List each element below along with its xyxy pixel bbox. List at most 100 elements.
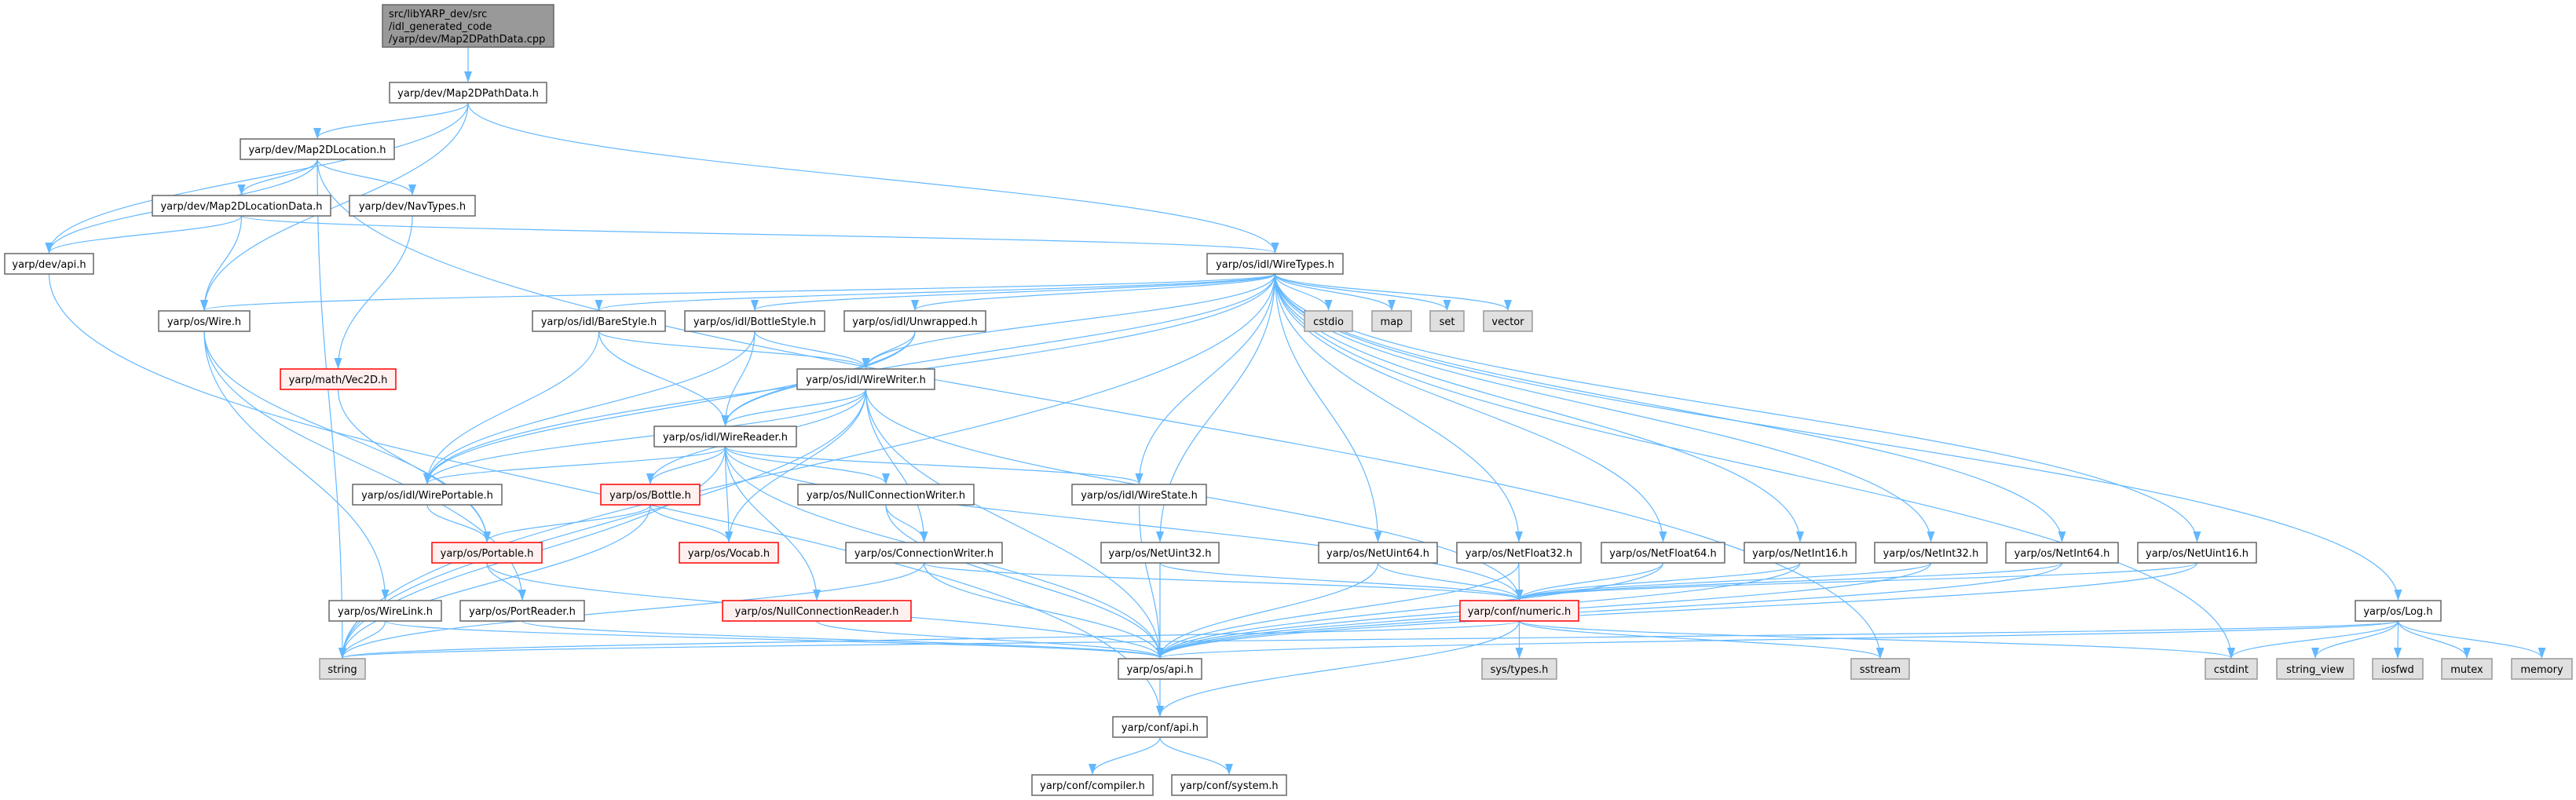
- node-netuint64[interactable]: yarp/os/NetUint64.h: [1318, 542, 1438, 564]
- node-nullconnwriter[interactable]: yarp/os/NullConnectionWriter.h: [797, 484, 975, 506]
- node-vec2d[interactable]: yarp/math/Vec2D.h: [280, 368, 397, 390]
- edge-log-to-mutex: [2397, 620, 2471, 659]
- edge-connwriter-to-string: [338, 562, 925, 659]
- node-compiler[interactable]: yarp/conf/compiler.h: [1031, 774, 1154, 796]
- edge-wirewriter-to-vocab: [725, 389, 867, 542]
- node-confapi[interactable]: yarp/conf/api.h: [1112, 716, 1208, 738]
- node-box: [1459, 600, 1579, 622]
- edge-confapi-to-compiler: [1089, 736, 1161, 775]
- node-wirestate[interactable]: yarp/os/idl/WireState.h: [1071, 484, 1207, 506]
- edge-numeric-to-cstdint: [1518, 620, 2235, 659]
- node-netfloat32[interactable]: yarp/os/NetFloat32.h: [1456, 542, 1582, 564]
- node-box: [1304, 310, 1353, 332]
- edge-wiretypes-to-bottlestyle: [751, 273, 1276, 311]
- node-unwrapped[interactable]: yarp/os/idl/Unwrapped.h: [843, 310, 986, 332]
- node-label: yarp/os/NetInt64.h: [2014, 548, 2110, 560]
- node-netint16[interactable]: yarp/os/NetInt16.h: [1744, 542, 1857, 564]
- edge-wiretypes-to-netuint16: [1274, 273, 2201, 542]
- node-osapi[interactable]: yarp/os/api.h: [1118, 658, 1202, 680]
- node-location[interactable]: yarp/dev/Map2DLocation.h: [240, 138, 395, 160]
- edge-wirereader-to-numeric: [724, 446, 1524, 601]
- node-box: [1118, 658, 1202, 680]
- node-wireportable[interactable]: yarp/os/idl/WirePortable.h: [352, 484, 503, 506]
- edge-netuint64-to-numeric: [1377, 562, 1524, 601]
- node-barestyle[interactable]: yarp/os/idl/BareStyle.h: [532, 310, 666, 332]
- edge-unwrapped-to-wirewriter: [862, 331, 916, 369]
- node-bottlestyle[interactable]: yarp/os/idl/BottleStyle.h: [684, 310, 825, 332]
- edge-bottlestyle-to-wirereader: [721, 331, 756, 426]
- node-connwriter[interactable]: yarp/os/ConnectionWriter.h: [845, 542, 1003, 564]
- node-box: [2355, 600, 2442, 622]
- edge-netint64-to-osapi: [1156, 562, 2063, 659]
- edge-wirereader-to-nullconnreader: [724, 446, 821, 601]
- node-root[interactable]: src/libYARP_dev/src/idl_generated_code/y…: [382, 4, 554, 48]
- edge-nullconnwriter-to-connwriter: [885, 504, 928, 542]
- node-bottle[interactable]: yarp/os/Bottle.h: [600, 484, 701, 506]
- node-locdata[interactable]: yarp/dev/Map2DLocationData.h: [152, 195, 331, 217]
- node-wirewriter[interactable]: yarp/os/idl/WireWriter.h: [796, 368, 935, 390]
- node-portable[interactable]: yarp/os/Portable.h: [431, 542, 543, 564]
- node-label: yarp/os/PortReader.h: [469, 606, 576, 618]
- node-netint32[interactable]: yarp/os/NetInt32.h: [1874, 542, 1988, 564]
- node-label: yarp/os/idl/BareStyle.h: [541, 316, 657, 328]
- node-label: yarp/os/NetFloat32.h: [1465, 548, 1573, 560]
- node-cstdio: cstdio: [1304, 310, 1353, 332]
- edge-wiretypes-to-cstdio: [1274, 273, 1333, 311]
- edge-bottle-to-vocab: [649, 504, 733, 542]
- node-netuint32[interactable]: yarp/os/NetUint32.h: [1100, 542, 1220, 564]
- node-box: [1481, 658, 1557, 680]
- node-set: set: [1429, 310, 1465, 332]
- edge-netfloat32-to-numeric: [1515, 562, 1524, 601]
- edge-log-to-memory: [2397, 620, 2546, 659]
- node-numeric[interactable]: yarp/conf/numeric.h: [1459, 600, 1579, 622]
- node-iosfwd: iosfwd: [2372, 658, 2424, 680]
- edge-wiretypes-to-barestyle: [595, 273, 1276, 311]
- node-devapi[interactable]: yarp/dev/api.h: [4, 253, 94, 275]
- node-box: [1206, 253, 1344, 275]
- node-wire[interactable]: yarp/os/Wire.h: [158, 310, 251, 332]
- edge-wiretypes-to-map: [1274, 273, 1396, 311]
- node-netint64[interactable]: yarp/os/NetInt64.h: [2005, 542, 2119, 564]
- node-wirelink[interactable]: yarp/os/WireLink.h: [328, 600, 442, 622]
- node-box: [2276, 658, 2355, 680]
- node-navtypes[interactable]: yarp/dev/NavTypes.h: [349, 195, 476, 217]
- node-box: [845, 542, 1003, 564]
- node-box: [1850, 658, 1910, 680]
- node-label: yarp/os/idl/WireWriter.h: [806, 374, 926, 386]
- node-box: [319, 658, 366, 680]
- edge-numeric-to-sstream: [1518, 620, 1884, 659]
- node-box: [1744, 542, 1857, 564]
- node-box: [1601, 542, 1725, 564]
- node-box: [843, 310, 986, 332]
- node-wirereader[interactable]: yarp/os/idl/WireReader.h: [653, 426, 797, 447]
- edge-pathdata-to-devapi: [45, 102, 469, 254]
- node-vocab[interactable]: yarp/os/Vocab.h: [679, 542, 779, 564]
- node-wiretypes[interactable]: yarp/os/idl/WireTypes.h: [1206, 253, 1344, 275]
- edge-log-to-string_view: [2311, 620, 2399, 659]
- node-portreader[interactable]: yarp/os/PortReader.h: [459, 600, 585, 622]
- node-netuint16[interactable]: yarp/os/NetUint16.h: [2137, 542, 2257, 564]
- node-label: yarp/dev/Map2DPathData.h: [397, 88, 539, 100]
- node-label: vector: [1491, 316, 1524, 328]
- edge-wiretypes-to-netint16: [1274, 273, 1804, 542]
- node-log[interactable]: yarp/os/Log.h: [2355, 600, 2442, 622]
- node-system[interactable]: yarp/conf/system.h: [1171, 774, 1287, 796]
- edge-wire-to-portable: [203, 331, 491, 542]
- edge-nullconnwriter-to-osapi: [885, 504, 1164, 659]
- edge-log-to-osapi: [1156, 620, 2399, 659]
- node-label: string_view: [2286, 664, 2344, 676]
- edge-bottle-to-portable: [483, 504, 651, 542]
- node-label: cstdio: [1313, 316, 1344, 328]
- node-string_view: string_view: [2276, 658, 2355, 680]
- edge-wirewriter-to-connwriter: [865, 389, 928, 542]
- node-box: [2511, 658, 2573, 680]
- edge-wiretypes-to-netfloat64: [1274, 273, 1667, 542]
- edge-barestyle-to-wirewriter: [598, 331, 870, 369]
- edges-layer: [45, 46, 2546, 775]
- node-nullconnreader[interactable]: yarp/os/NullConnectionReader.h: [722, 600, 912, 622]
- node-label: yarp/os/idl/WirePortable.h: [361, 490, 493, 502]
- node-netfloat64[interactable]: yarp/os/NetFloat64.h: [1601, 542, 1725, 564]
- node-pathdata[interactable]: yarp/dev/Map2DPathData.h: [389, 82, 547, 104]
- node-box: [600, 484, 701, 506]
- edge-pathdata-to-wire: [200, 102, 469, 311]
